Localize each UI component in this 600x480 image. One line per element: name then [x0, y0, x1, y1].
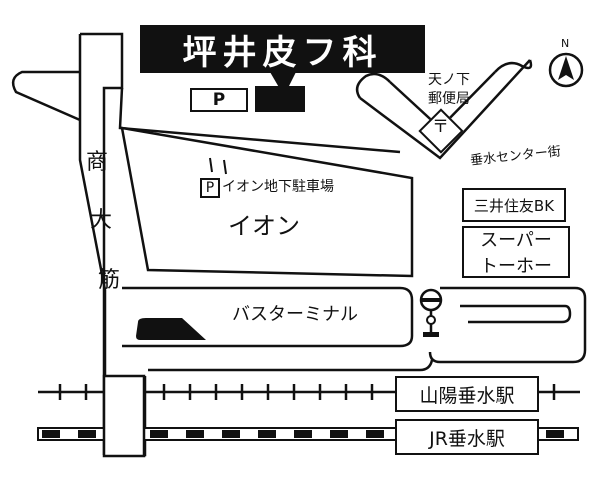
- v-road: [359, 59, 531, 160]
- bus-shelter: [136, 318, 206, 340]
- jr-station-box: JR垂水駅: [395, 419, 539, 455]
- bus-loop-road: [122, 286, 414, 348]
- clinic-pointer: [270, 72, 296, 96]
- post-office-symbol: 〒: [432, 117, 449, 137]
- clinic-building: [255, 86, 305, 112]
- diagonal-road-left: [11, 70, 81, 122]
- aeon-label: イオン: [228, 212, 300, 240]
- street-label-suji: 筋: [98, 268, 121, 293]
- jr-rail-dash: [366, 430, 384, 438]
- supermarket-building: スーパー トーホー: [462, 226, 570, 278]
- jr-rail-dash: [186, 430, 204, 438]
- street-label-sho: 商: [86, 150, 109, 175]
- post-office-name-2: 郵便局: [428, 91, 470, 107]
- jr-rail-dash: [294, 430, 312, 438]
- aeon-parking-marker: P: [200, 178, 220, 198]
- aeon-parking-label: イオン地下駐車場: [222, 179, 334, 195]
- jr-rail-dash: [222, 430, 240, 438]
- bus-stop-icon: [419, 288, 443, 337]
- bank-label: 三井住友BK: [473, 196, 555, 215]
- jr-rail-dash: [330, 430, 348, 438]
- clinic-name: 坪井皮フ科: [140, 25, 425, 73]
- jr-rail-dash: [546, 430, 564, 438]
- sanyo-station-label: 山陽垂水駅: [419, 384, 515, 407]
- supermarket-label-1: スーパー: [480, 230, 552, 251]
- bank-building: 三井住友BK: [462, 188, 566, 222]
- jr-rail-dash: [78, 430, 96, 438]
- post-office-name-1: 天ノ下: [428, 72, 470, 88]
- jr-station-label: JR垂水駅: [429, 427, 505, 450]
- aeon-parking-p: P: [205, 180, 215, 196]
- jr-rail-dash: [42, 430, 60, 438]
- compass-north-label: N: [561, 37, 570, 50]
- parking-label: P: [212, 90, 226, 110]
- street-label-dai: 大: [90, 208, 113, 233]
- north-arrow-icon: [548, 52, 584, 88]
- jr-rail-dash: [258, 430, 276, 438]
- sanyo-station-box: 山陽垂水駅: [395, 376, 539, 412]
- jr-rail-dash: [150, 430, 168, 438]
- supermarket-label-2: トーホー: [480, 256, 552, 277]
- aeon-building: [120, 126, 414, 278]
- clinic-parking-sign: P: [190, 88, 248, 112]
- bus-terminal-label: バスターミナル: [232, 304, 358, 325]
